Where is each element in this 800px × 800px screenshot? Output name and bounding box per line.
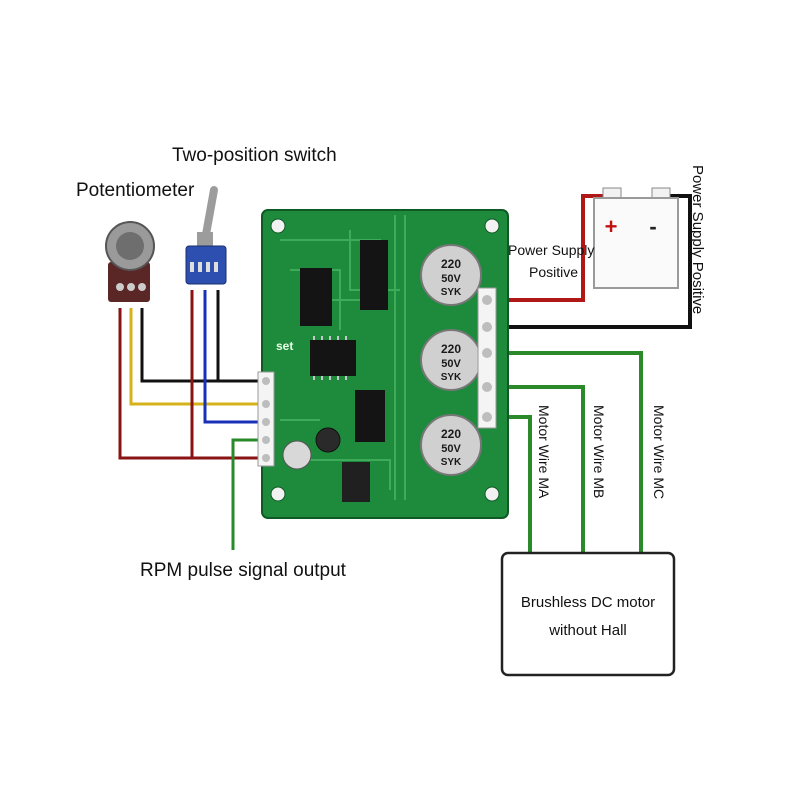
- pot-pin-2: [127, 283, 135, 291]
- capacitor-2: 220 50V SYK: [420, 329, 482, 391]
- motor-wire-mc-line: [492, 351, 643, 553]
- battery-plus-label: +: [605, 214, 618, 239]
- control-connector: [257, 371, 275, 467]
- motor-title-line2: without Hall: [548, 622, 627, 639]
- power-motor-connector: [477, 287, 497, 429]
- potentiometer-component: [105, 221, 155, 302]
- capacitor-3: 220 50V SYK: [420, 414, 482, 476]
- switch-wire-blue: [203, 290, 266, 424]
- motor-box: Brushless DC motor without Hall: [500, 551, 676, 677]
- motor-wire-mc-label: Motor Wire MC: [651, 405, 667, 499]
- pot-pin-1: [116, 283, 124, 291]
- ic-chip-upper: [300, 268, 332, 326]
- driver-board: 220 50V SYK 220 50V SYK 220 50V SYK set: [257, 209, 509, 519]
- power-wire-black: [492, 194, 692, 329]
- ic-chip-main: [310, 340, 356, 376]
- battery-component: + -: [593, 187, 679, 289]
- pot-pin-3: [138, 283, 146, 291]
- capacitor-3-voltage: 50V: [441, 443, 461, 455]
- small-capacitor-2: [315, 427, 341, 453]
- capacitor-2-brand: SYK: [441, 372, 462, 383]
- capacitor-3-value: 220: [441, 427, 461, 441]
- power-supply-vertical-label: Power Supply Positive: [689, 165, 706, 314]
- capacitor-1-voltage: 50V: [441, 273, 461, 285]
- toggle-switch-component: [185, 186, 227, 285]
- ic-regulator: [342, 462, 370, 502]
- rpm-output-label: RPM pulse signal output: [140, 560, 347, 581]
- battery-minus-label: -: [649, 214, 656, 239]
- capacitor-1-brand: SYK: [441, 287, 462, 298]
- capacitor-3-brand: SYK: [441, 457, 462, 468]
- switch-label: Two-position switch: [172, 145, 337, 166]
- power-supply-label-line2: Positive: [529, 264, 578, 280]
- power-wire-red: [492, 194, 612, 302]
- pot-wire-yellow: [129, 308, 266, 406]
- motor-wire-ma-label: Motor Wire MA: [536, 405, 552, 499]
- small-capacitor-1: [282, 440, 312, 470]
- capacitor-1: 220 50V SYK: [420, 244, 482, 306]
- rpm-wire-green: [231, 438, 266, 550]
- capacitor-2-value: 220: [441, 342, 461, 356]
- board-set-label: set: [276, 339, 293, 353]
- capacitor-1-value: 220: [441, 257, 461, 271]
- pot-wire-black: [140, 308, 266, 383]
- power-supply-label-line1: Power Supply: [508, 242, 594, 258]
- ic-chip-lower: [355, 390, 385, 442]
- capacitor-2-voltage: 50V: [441, 358, 461, 370]
- motor-wire-mb-label: Motor Wire MB: [591, 405, 607, 498]
- motor-wire-mb-line: [492, 385, 585, 553]
- ic-chip-right: [360, 240, 388, 310]
- motor-title-line1: Brushless DC motor: [521, 594, 655, 611]
- potentiometer-label: Potentiometer: [76, 180, 195, 201]
- pot-wire-red: [118, 308, 266, 460]
